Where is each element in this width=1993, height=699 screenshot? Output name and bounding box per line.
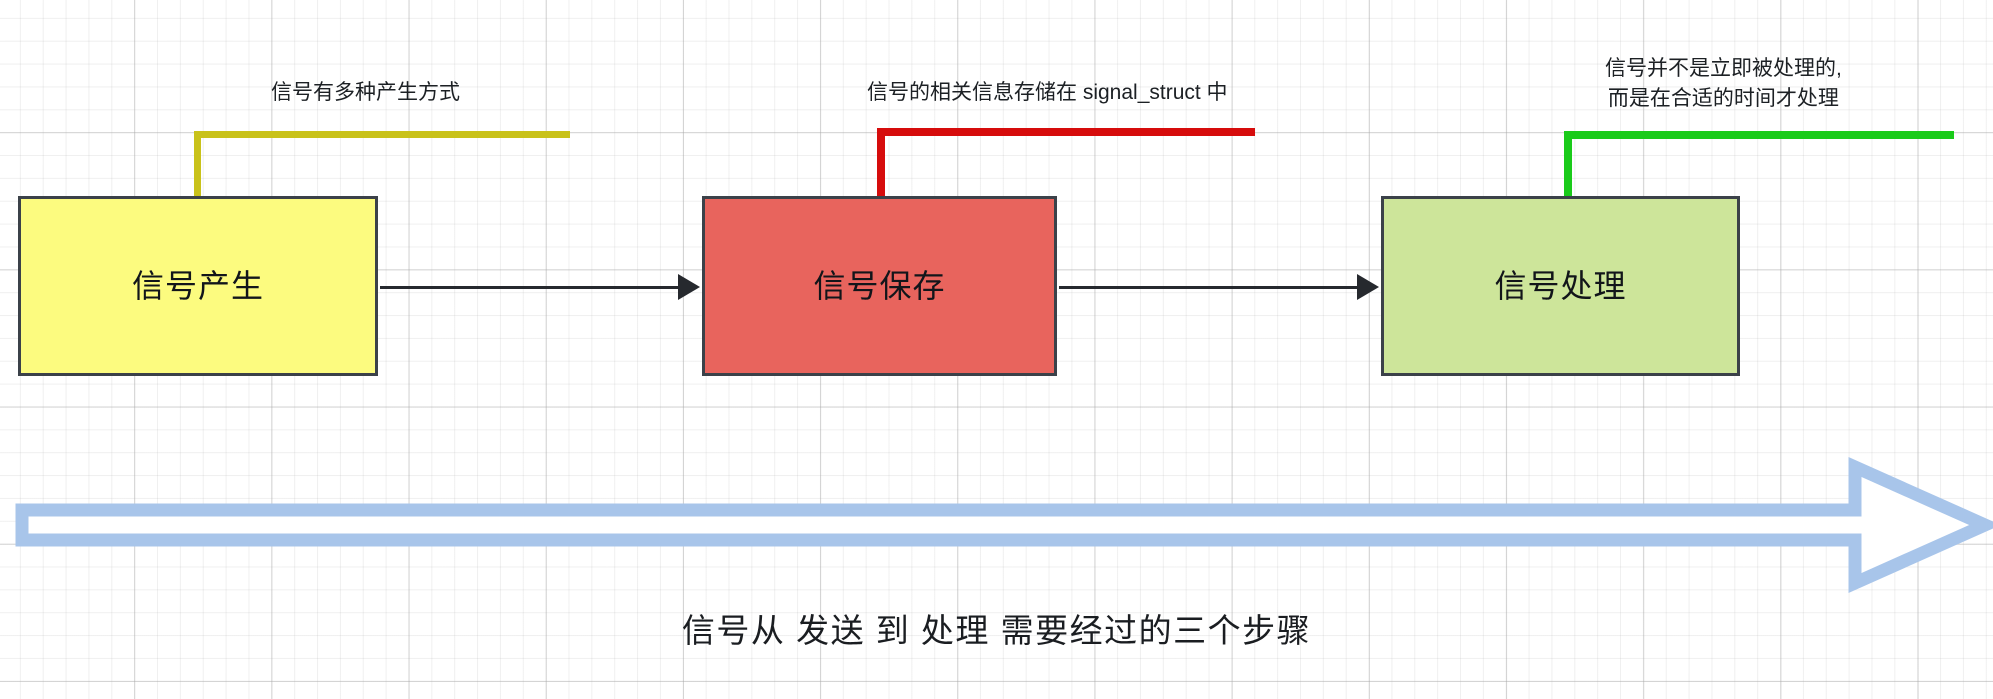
process-node-generate[interactable]: 信号产生 (18, 196, 378, 376)
connector-store-to-handle-arrowhead (1357, 274, 1379, 300)
timeline-arrow (15, 456, 1993, 594)
connector-generate-to-store-arrowhead (678, 274, 700, 300)
process-node-generate-label: 信号产生 (131, 268, 264, 304)
annotation-generate: 信号有多种产生方式 (271, 78, 460, 108)
connector-store-to-handle-line (1059, 286, 1359, 289)
annotation-store-line-1: 信号的相关信息存储在 signal_struct 中 (867, 81, 1228, 104)
callout-line-generate-vertical (194, 137, 201, 199)
callout-line-handle-vertical (1564, 137, 1572, 199)
connector-generate-to-store-line (380, 286, 680, 289)
process-node-store[interactable]: 信号保存 (702, 196, 1057, 376)
callout-line-store-vertical (877, 134, 885, 199)
annotation-generate-line-1: 信号有多种产生方式 (271, 81, 460, 104)
callout-line-generate-horizontal (194, 131, 570, 138)
callout-line-store-horizontal (877, 128, 1255, 136)
diagram-caption: 信号从 发送 到 处理 需要经过的三个步骤 (681, 612, 1312, 649)
annotation-handle: 信号并不是立即被处理的, 而是在合适的时间才处理 (1605, 54, 1842, 115)
callout-line-handle-horizontal (1564, 131, 1954, 139)
annotation-store: 信号的相关信息存储在 signal_struct 中 (867, 78, 1228, 108)
annotation-handle-line-2: 而是在合适的时间才处理 (1607, 87, 1839, 111)
process-node-handle[interactable]: 信号处理 (1381, 196, 1740, 376)
annotation-handle-line-1: 信号并不是立即被处理的, (1605, 57, 1842, 80)
process-node-store-label: 信号保存 (813, 268, 946, 304)
process-node-handle-label: 信号处理 (1494, 268, 1627, 304)
